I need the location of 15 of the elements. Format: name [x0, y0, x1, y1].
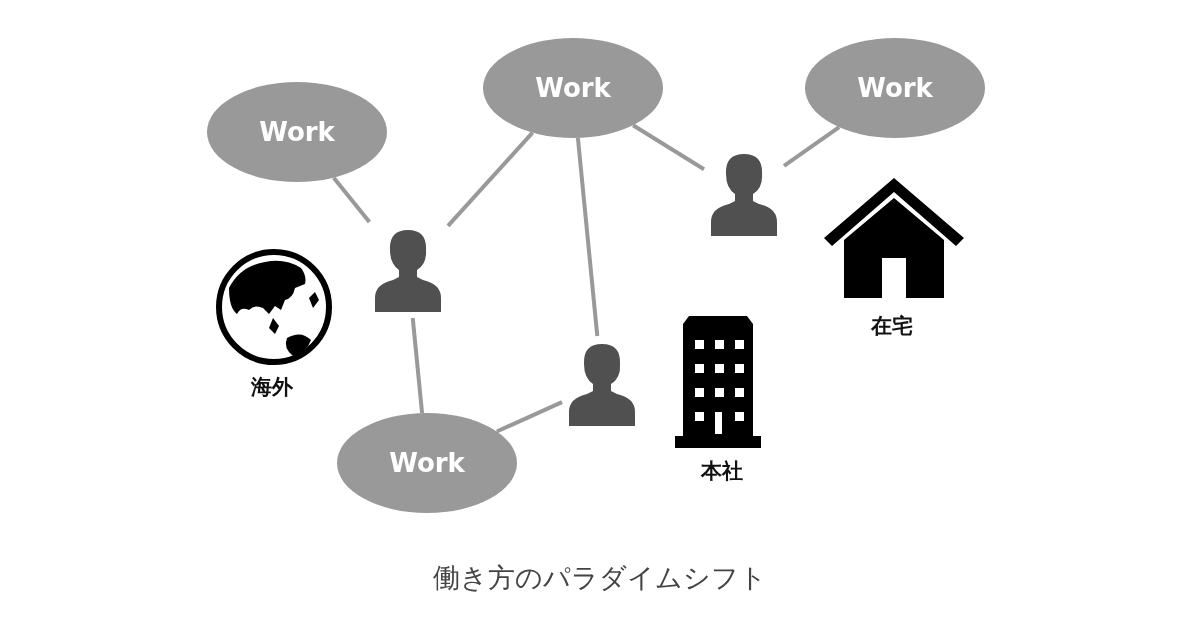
work-ellipse: Work [337, 413, 517, 513]
work-ellipse: Work [805, 38, 985, 138]
connector-line [446, 131, 534, 228]
connector-line [496, 400, 563, 434]
place-label: 海外 [251, 374, 293, 401]
place-label: 在宅 [871, 313, 913, 340]
connector-line [332, 176, 371, 224]
caption: 働き方のパラダイムシフト [433, 561, 767, 595]
work-ellipse: Work [483, 38, 663, 138]
connector-line [632, 123, 706, 171]
work-ellipse: Work [207, 82, 387, 182]
connector-line [410, 317, 425, 414]
connector-line [782, 125, 841, 168]
place-label: 本社 [701, 458, 743, 485]
connector-line [575, 137, 600, 337]
